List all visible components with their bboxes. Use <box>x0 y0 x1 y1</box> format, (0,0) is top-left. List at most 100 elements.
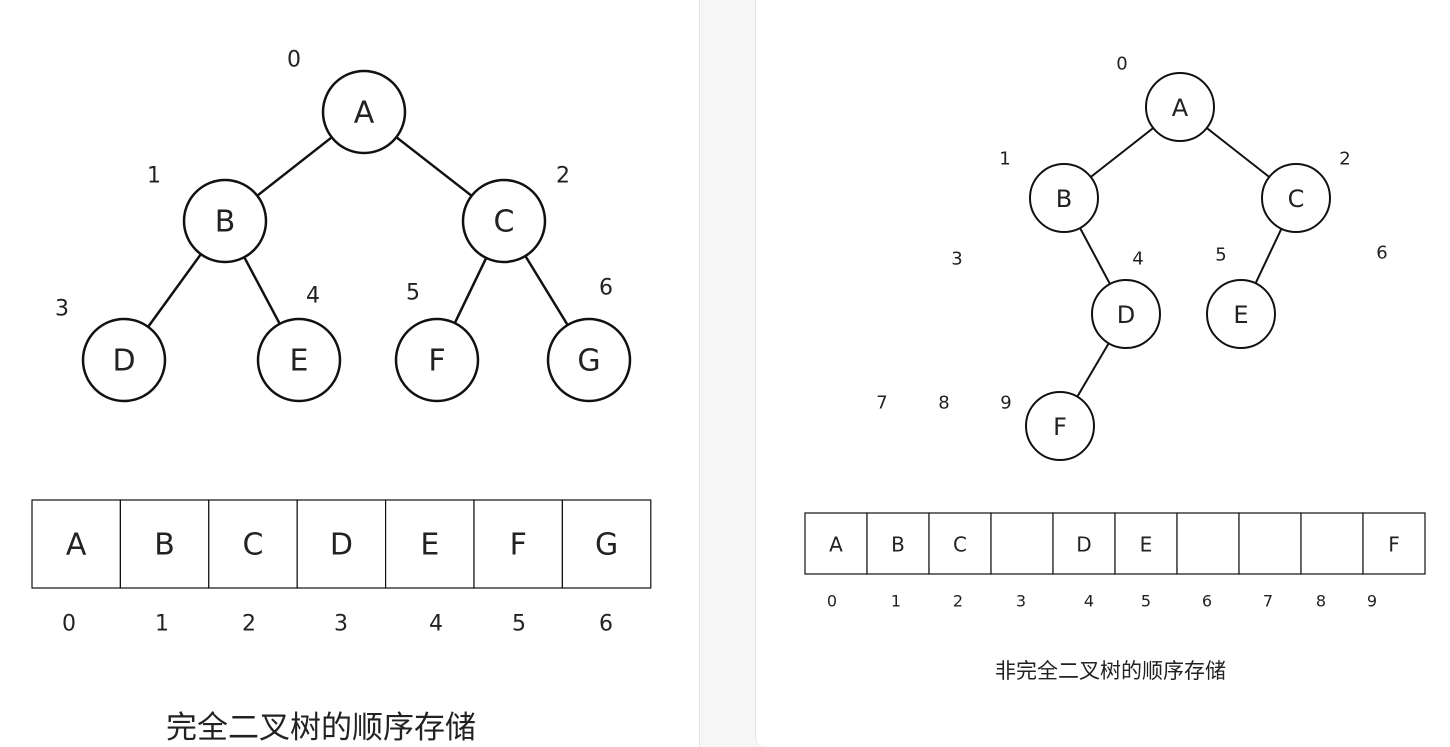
array-cell <box>990 512 1054 575</box>
tree-node-F <box>1025 391 1095 461</box>
array-cell <box>31 499 122 589</box>
array-index-label: 4 <box>1084 592 1094 611</box>
array-cell <box>473 499 564 589</box>
array-index-label: 7 <box>1263 592 1273 611</box>
node-index-label: 1 <box>999 149 1010 170</box>
array-index-label: 0 <box>62 612 76 637</box>
tree-node-B <box>1029 163 1099 233</box>
node-index-label: 0 <box>1116 54 1127 75</box>
tree-node-label: F <box>428 344 445 379</box>
complete-tree-array: A B C D E F G 0 1 2 3 4 5 6 <box>31 499 652 637</box>
tree-node-label: B <box>215 205 236 240</box>
tree-edge <box>453 256 488 325</box>
tree-node-A <box>1145 72 1215 142</box>
tree-node-label: A <box>354 96 375 131</box>
tree-edge <box>146 252 203 329</box>
array-index-label: 2 <box>242 612 256 637</box>
tree-node-label: E <box>1233 301 1248 329</box>
array-cell <box>119 499 210 589</box>
tree-node-C <box>461 178 547 264</box>
array-index-label: 6 <box>599 612 613 637</box>
array-cell <box>866 512 930 575</box>
array-cell <box>296 499 387 589</box>
array-cell-value: A <box>66 528 87 563</box>
array-index-label: 3 <box>334 612 348 637</box>
incomplete-tree: A 0B 1C 2D 4E 5F 9 3 6 7 8 <box>876 54 1388 461</box>
node-index-label: 5 <box>1215 245 1226 266</box>
tree-node-F <box>394 317 480 403</box>
node-index-label: 3 <box>55 297 69 322</box>
tree-edge <box>395 135 473 198</box>
array-cell-value: C <box>243 528 264 563</box>
tree-node-label: G <box>577 344 600 379</box>
array-cell <box>804 512 868 575</box>
empty-index-label: 3 <box>951 249 962 270</box>
array-cell-value: E <box>420 528 439 563</box>
tree-node-D <box>81 317 167 403</box>
array-index-label: 1 <box>155 612 169 637</box>
array-index-label: 5 <box>1141 592 1151 611</box>
array-cell-value: F <box>510 528 527 563</box>
array-cell-value: B <box>154 528 175 563</box>
array-cell <box>1300 512 1364 575</box>
array-index-label: 6 <box>1202 592 1212 611</box>
tree-node-label: F <box>1053 413 1067 441</box>
empty-index-label: 8 <box>938 393 949 414</box>
array-cell <box>208 499 298 589</box>
array-index-label: 9 <box>1367 592 1377 611</box>
tree-node-A <box>321 69 407 155</box>
node-index-label: 5 <box>406 281 420 306</box>
array-cell <box>1362 512 1426 575</box>
complete-tree-caption: 完全二叉树的顺序存储 <box>166 710 476 746</box>
node-index-label: 0 <box>287 48 301 73</box>
array-cell-value: G <box>595 528 618 563</box>
tree-node-C <box>1261 163 1331 233</box>
tree-node-label: B <box>1056 185 1072 213</box>
array-cell-value: F <box>1388 533 1400 557</box>
array-index-label: 3 <box>1016 592 1026 611</box>
tree-node-E <box>256 317 342 403</box>
array-cell-value: E <box>1140 533 1153 557</box>
complete-tree: A 0B 1C 2D 3E 4F 5G 6 <box>55 48 632 403</box>
tree-node-label: C <box>1288 185 1305 213</box>
tree-node-label: C <box>494 205 515 240</box>
array-index-label: 0 <box>827 592 837 611</box>
tree-node-B <box>182 178 268 264</box>
tree-edge <box>1205 126 1271 179</box>
array-cell <box>1238 512 1302 575</box>
node-index-label: 6 <box>599 276 613 301</box>
node-index-label: 4 <box>306 284 320 309</box>
array-cell <box>1052 512 1116 575</box>
node-index-label: 1 <box>147 164 161 189</box>
node-index-label: 2 <box>1339 149 1350 170</box>
tree-edge <box>524 254 569 327</box>
empty-index-label: 7 <box>876 393 887 414</box>
tree-node-label: A <box>1172 94 1189 122</box>
tree-edge <box>1089 126 1155 179</box>
tree-node-D <box>1091 279 1161 349</box>
array-cell-value: B <box>891 533 905 557</box>
array-cell <box>928 512 992 575</box>
tree-node-label: D <box>1117 301 1135 329</box>
node-index-label: 4 <box>1132 249 1143 270</box>
array-cell-value: D <box>1076 533 1091 557</box>
array-index-label: 1 <box>891 592 901 611</box>
tree-node-G <box>546 317 632 403</box>
array-cell-value: A <box>829 533 843 557</box>
array-index-label: 5 <box>512 612 526 637</box>
tree-node-label: D <box>112 344 135 379</box>
array-cell <box>561 499 652 589</box>
tree-edge <box>243 255 281 326</box>
node-index-label: 9 <box>1000 393 1011 414</box>
array-index-label: 2 <box>953 592 963 611</box>
array-index-label: 8 <box>1316 592 1326 611</box>
array-cell-value: D <box>330 528 353 563</box>
empty-index-label: 6 <box>1376 243 1387 264</box>
array-cell <box>385 499 475 589</box>
tree-node-label: E <box>290 344 309 379</box>
array-index-label: 4 <box>429 612 443 637</box>
node-index-label: 2 <box>556 164 570 189</box>
tree-edge <box>1079 226 1111 286</box>
